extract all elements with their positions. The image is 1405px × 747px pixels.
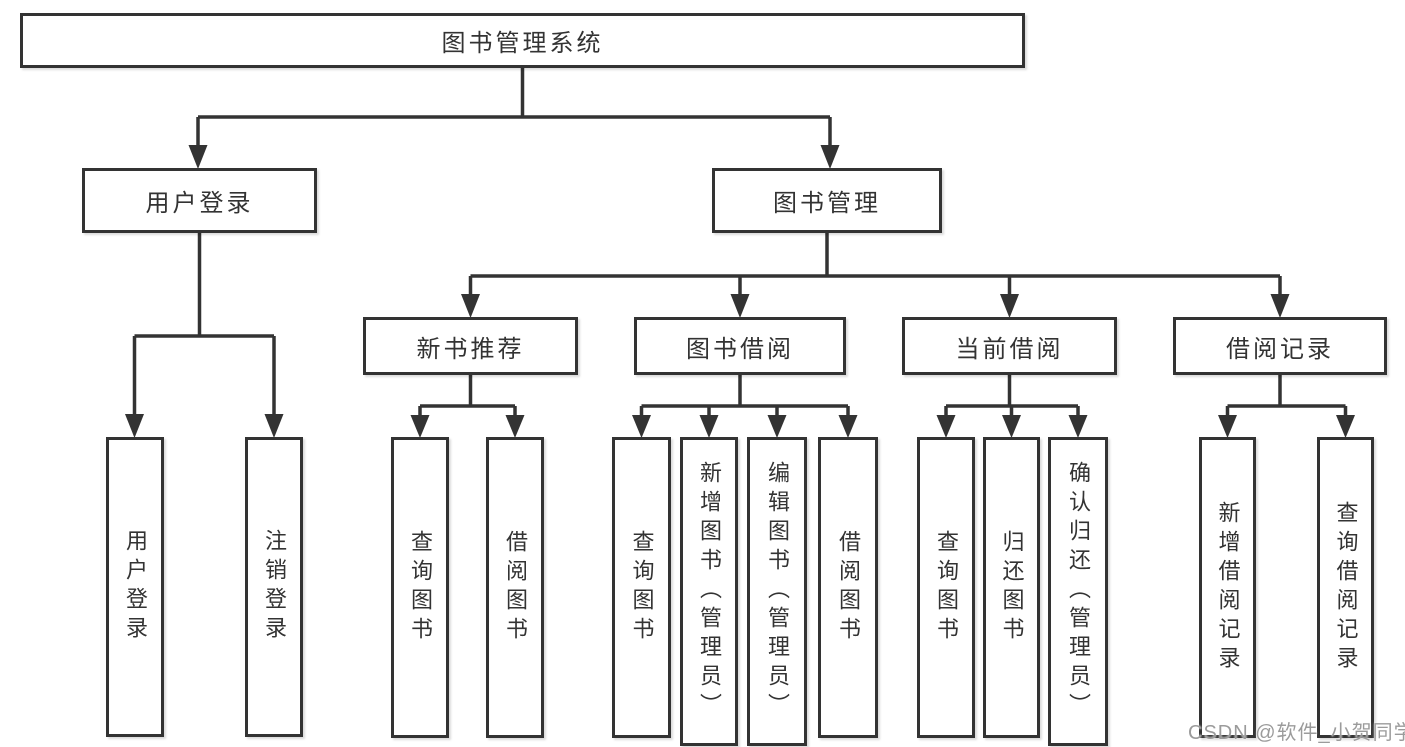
leaf-query-borrow-record: 查询借阅记录 (1317, 437, 1374, 738)
leaf-label: 归还图书 (999, 529, 1025, 646)
leaf-borrow-books-recommend: 借阅图书 (486, 437, 544, 738)
leaf-label: 借阅图书 (503, 529, 528, 646)
node-borrowing-records: 借阅记录 (1173, 317, 1387, 375)
leaf-query-books-borrowing: 查询图书 (612, 437, 671, 738)
leaf-edit-book-admin: 编辑图书（管理员） (747, 437, 807, 746)
node-new-book-recommend: 新书推荐 (363, 317, 578, 375)
node-label: 图书借阅 (686, 335, 794, 363)
node-label: 图书管理系统 (441, 30, 604, 57)
node-book-management: 图书管理 (712, 168, 942, 233)
leaf-label: 查询图书 (408, 529, 433, 646)
leaf-borrow-books-borrowing: 借阅图书 (818, 437, 878, 738)
node-label: 当前借阅 (955, 335, 1064, 363)
node-current-borrowing: 当前借阅 (902, 317, 1117, 375)
leaf-label: 新增图书（管理员） (697, 461, 722, 722)
leaf-label: 查询图书 (934, 529, 959, 646)
leaf-label: 新增借阅记录 (1215, 500, 1241, 675)
arrowheads (125, 145, 1355, 438)
node-label: 图书管理 (773, 190, 881, 217)
leaf-query-books-recommend: 查询图书 (391, 437, 449, 738)
leaf-label: 注销登录 (262, 529, 287, 645)
node-label: 借阅记录 (1226, 335, 1334, 363)
leaf-query-books-current: 查询图书 (917, 437, 975, 738)
csdn-watermark: CSDN @软件_小贺同学 (1188, 722, 1405, 744)
leaf-logout: 注销登录 (245, 437, 303, 737)
leaf-add-book-admin: 新增图书（管理员） (680, 437, 738, 746)
leaf-label: 用户登录 (123, 529, 148, 645)
node-library-management-system: 图书管理系统 (20, 13, 1025, 68)
leaf-label: 查询图书 (629, 529, 655, 646)
leaf-return-books: 归还图书 (983, 437, 1040, 738)
leaf-label: 查询借阅记录 (1333, 500, 1359, 675)
leaf-user-login: 用户登录 (106, 437, 164, 737)
leaf-label: 确认归还（管理员） (1066, 461, 1091, 722)
leaf-label: 编辑图书（管理员） (765, 461, 790, 722)
node-book-borrowing: 图书借阅 (634, 317, 846, 375)
node-user-login: 用户登录 (82, 168, 317, 233)
leaf-label: 借阅图书 (836, 529, 861, 646)
leaf-add-borrow-record: 新增借阅记录 (1199, 437, 1256, 738)
node-label: 新书推荐 (416, 335, 525, 363)
leaf-confirm-return-admin: 确认归还（管理员） (1048, 437, 1108, 746)
node-label: 用户登录 (145, 190, 254, 217)
